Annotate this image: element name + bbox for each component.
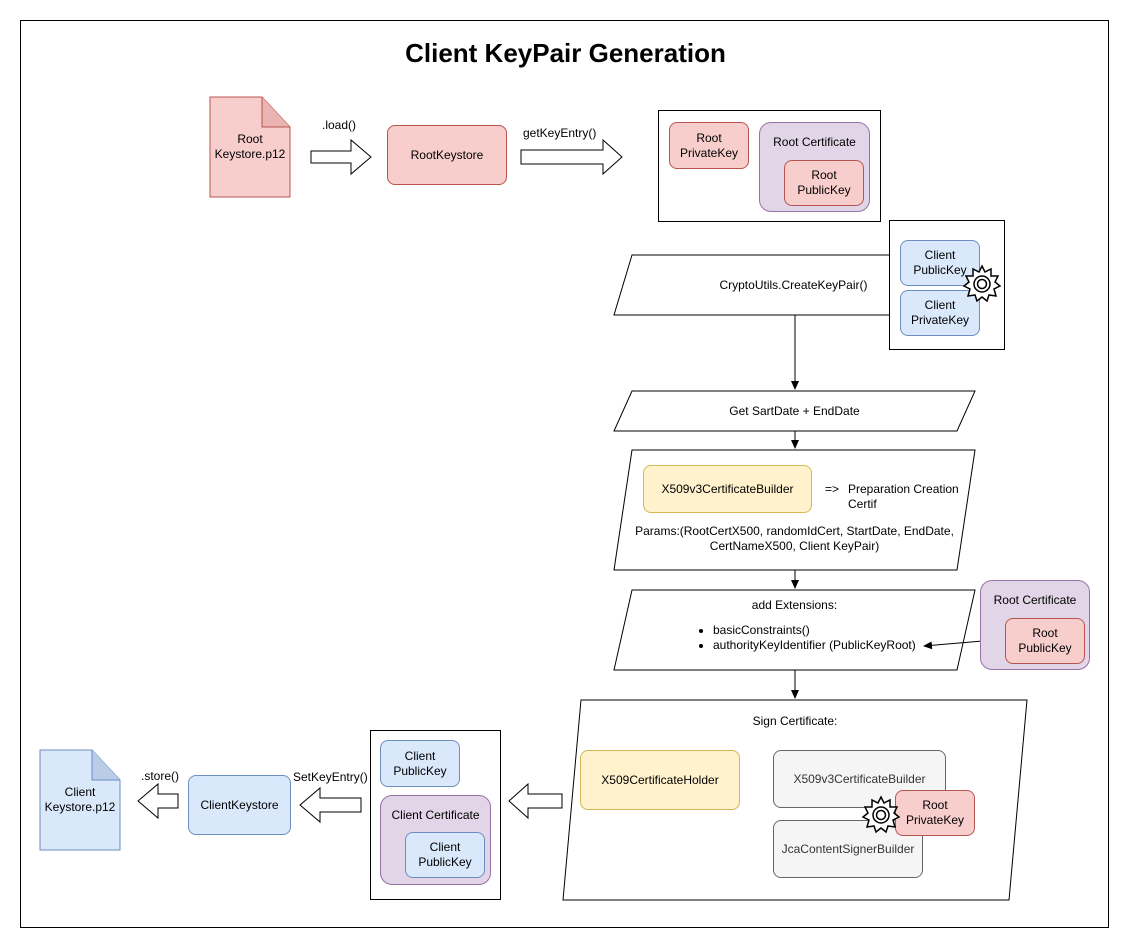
root-private-key: Root PrivateKey: [669, 122, 749, 169]
x509-builder-box: X509v3CertificateBuilder: [643, 465, 812, 513]
get-key-entry-arrow: [520, 138, 623, 176]
root-public-key: Root PublicKey: [784, 160, 864, 206]
client-public-key-out: Client PublicKey: [380, 740, 460, 787]
get-dates-label: Get SartDate + EndDate: [729, 404, 860, 418]
client-public-key: Client PublicKey: [900, 240, 980, 286]
gear-icon: [861, 795, 901, 834]
create-keypair-label: CryptoUtils.CreateKeyPair(): [719, 278, 868, 292]
extension-item: basicConstraints(): [713, 623, 916, 638]
client-public-key-in-cert: Client PublicKey: [405, 832, 485, 878]
sign-certificate-label: Sign Certificate:: [752, 714, 838, 728]
x509-certificate-holder: X509CertificateHolder: [580, 750, 740, 810]
client-keystore-file-fold: [91, 750, 120, 781]
diagram-title: Client KeyPair Generation: [405, 38, 726, 68]
builder-description: Preparation Creation Certif: [848, 482, 959, 511]
root-keystore-file-label: Root Keystore.p12: [214, 132, 286, 161]
extensions-list: basicConstraints() authorityKeyIdentifie…: [697, 623, 916, 653]
root-public-key-ref: Root PublicKey: [1005, 618, 1085, 664]
extension-item: authorityKeyIdentifier (PublicKeyRoot): [713, 638, 916, 653]
root-certificate-label: Root Certificate: [773, 135, 856, 149]
gear-icon: [962, 264, 1002, 303]
root-keystore-object: RootKeystore: [387, 125, 507, 185]
get-key-entry-label: getKeyEntry(): [523, 126, 597, 140]
holder-to-client-arrow: [508, 782, 563, 820]
set-key-entry-label: SetKeyEntry(): [293, 770, 368, 784]
add-extensions-label: add Extensions:: [751, 598, 838, 612]
get-dates-step-shape: [613, 390, 976, 432]
load-arrow: [310, 138, 372, 176]
load-label: .load(): [322, 118, 357, 132]
builder-arrow-text: =>: [825, 482, 840, 496]
root-keystore-file-fold: [261, 97, 290, 128]
set-key-entry-arrow: [299, 786, 362, 824]
store-arrow: [137, 782, 179, 820]
client-private-key: Client PrivateKey: [900, 290, 980, 336]
root-private-key-sign: Root PrivateKey: [895, 790, 975, 836]
root-certificate-ref-label: Root Certificate: [993, 593, 1077, 607]
store-label: .store(): [141, 769, 180, 783]
builder-params: Params:(RootCertX500, randomIdCert, Star…: [635, 524, 954, 553]
diagram-frame: [20, 20, 1109, 928]
client-keystore-object: ClientKeystore: [188, 775, 291, 835]
client-keystore-file-label: Client Keystore.p12: [44, 785, 116, 814]
extensions-step-shape: [613, 589, 976, 671]
client-certificate-label: Client Certificate: [391, 808, 480, 822]
